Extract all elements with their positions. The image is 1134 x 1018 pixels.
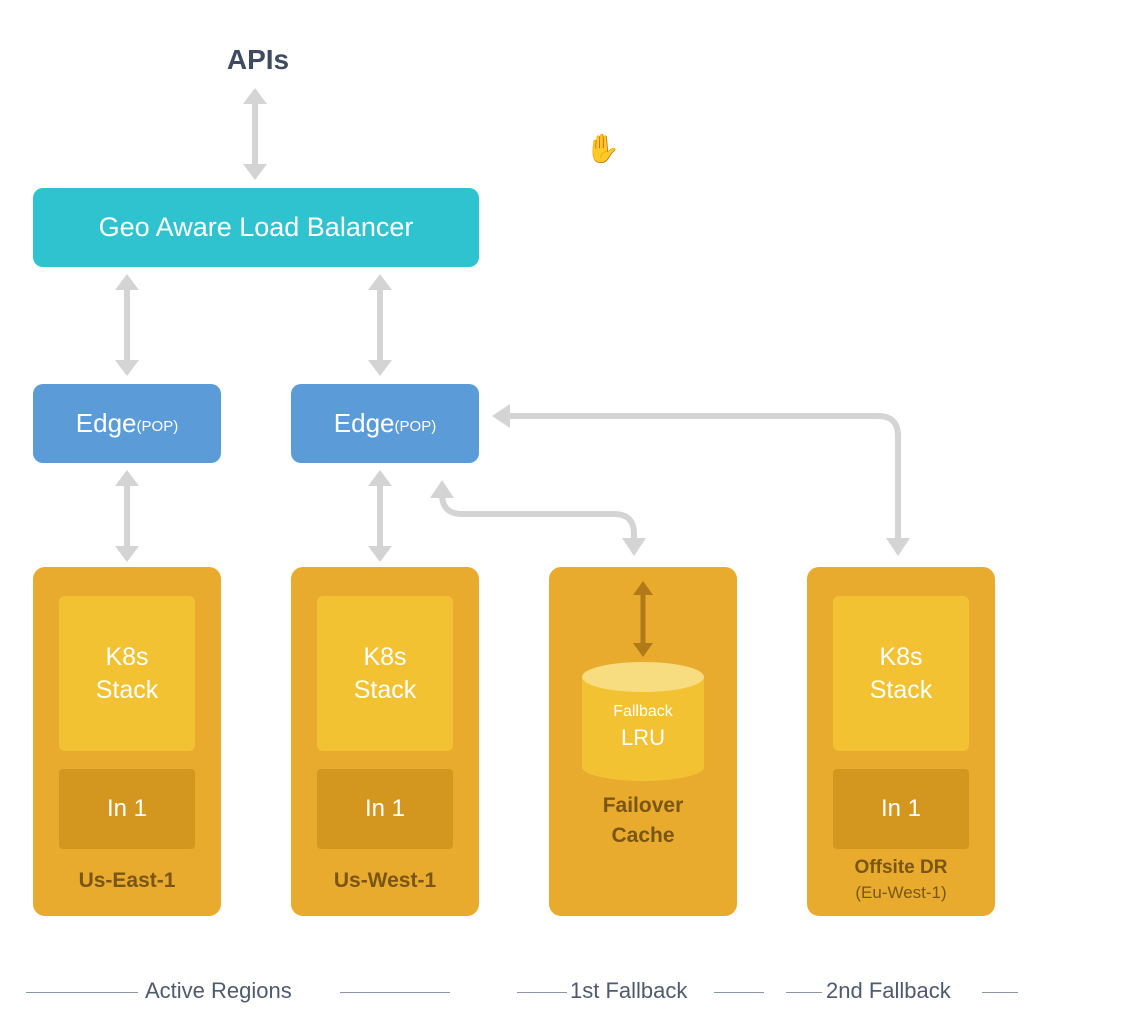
region-name: Us-West-1 [333,869,437,892]
edge-pop-2[interactable]: Edge(POP) [291,384,479,463]
connector-offsite-edge-2 [503,413,901,549]
stack-label: Stack [353,675,417,704]
k8s-stack: K8s Stack [833,596,969,751]
apis-label: APIs [226,44,290,75]
k8s-stack: K8s Stack [317,596,453,751]
region-name-sub: (Eu-West-1) [855,883,947,902]
region-name: Us-East-1 [78,869,176,892]
inner-node: In 1 [317,769,453,849]
region-name: Failover Cache [549,791,737,851]
divider-line [26,992,138,993]
inner-node: In 1 [833,769,969,849]
region-name-line: Failover [602,794,684,817]
edge-pop-1[interactable]: Edge(POP) [33,384,221,463]
edge-sub-label: (POP) [136,418,179,435]
group-label-2nd-fallback: 2nd Fallback [826,978,951,1003]
stack-label: K8s [363,642,407,671]
stack-label: K8s [105,642,149,671]
region-failover-cache[interactable]: Fallback LRU Failover Cache [549,567,737,916]
hand-cursor-icon: ✋ [585,133,620,164]
stack-label: Stack [869,675,933,704]
edge-label: Edge [75,408,137,438]
stack-label: Stack [95,675,159,704]
divider-line [982,992,1018,993]
group-label-1st-fallback: 1st Fallback [570,978,688,1003]
edge-sub-label: (POP) [394,418,437,435]
geo-load-balancer[interactable]: Geo Aware Load Balancer [33,188,479,267]
region-offsite-dr[interactable]: K8s Stack In 1 Offsite DR (Eu-West-1) [807,567,995,916]
group-label-active-regions: Active Regions [145,978,292,1003]
divider-line [786,992,822,993]
cache-label: LRU [620,725,665,750]
region-name: Offsite DR [854,857,948,878]
inner-node: In 1 [59,769,195,849]
cache-cylinder-icon [582,581,704,781]
edge-label: Edge [333,408,395,438]
connector-edge-2-cache [439,491,637,549]
cache-label: Fallback [613,703,673,720]
divider-line [714,992,764,993]
k8s-stack: K8s Stack [59,596,195,751]
region-us-east-1[interactable]: K8s Stack In 1 Us-East-1 [33,567,221,916]
divider-line [517,992,567,993]
stack-label: K8s [879,642,923,671]
region-name-line: Cache [611,824,675,847]
region-us-west-1[interactable]: K8s Stack In 1 Us-West-1 [291,567,479,916]
divider-line [340,992,450,993]
